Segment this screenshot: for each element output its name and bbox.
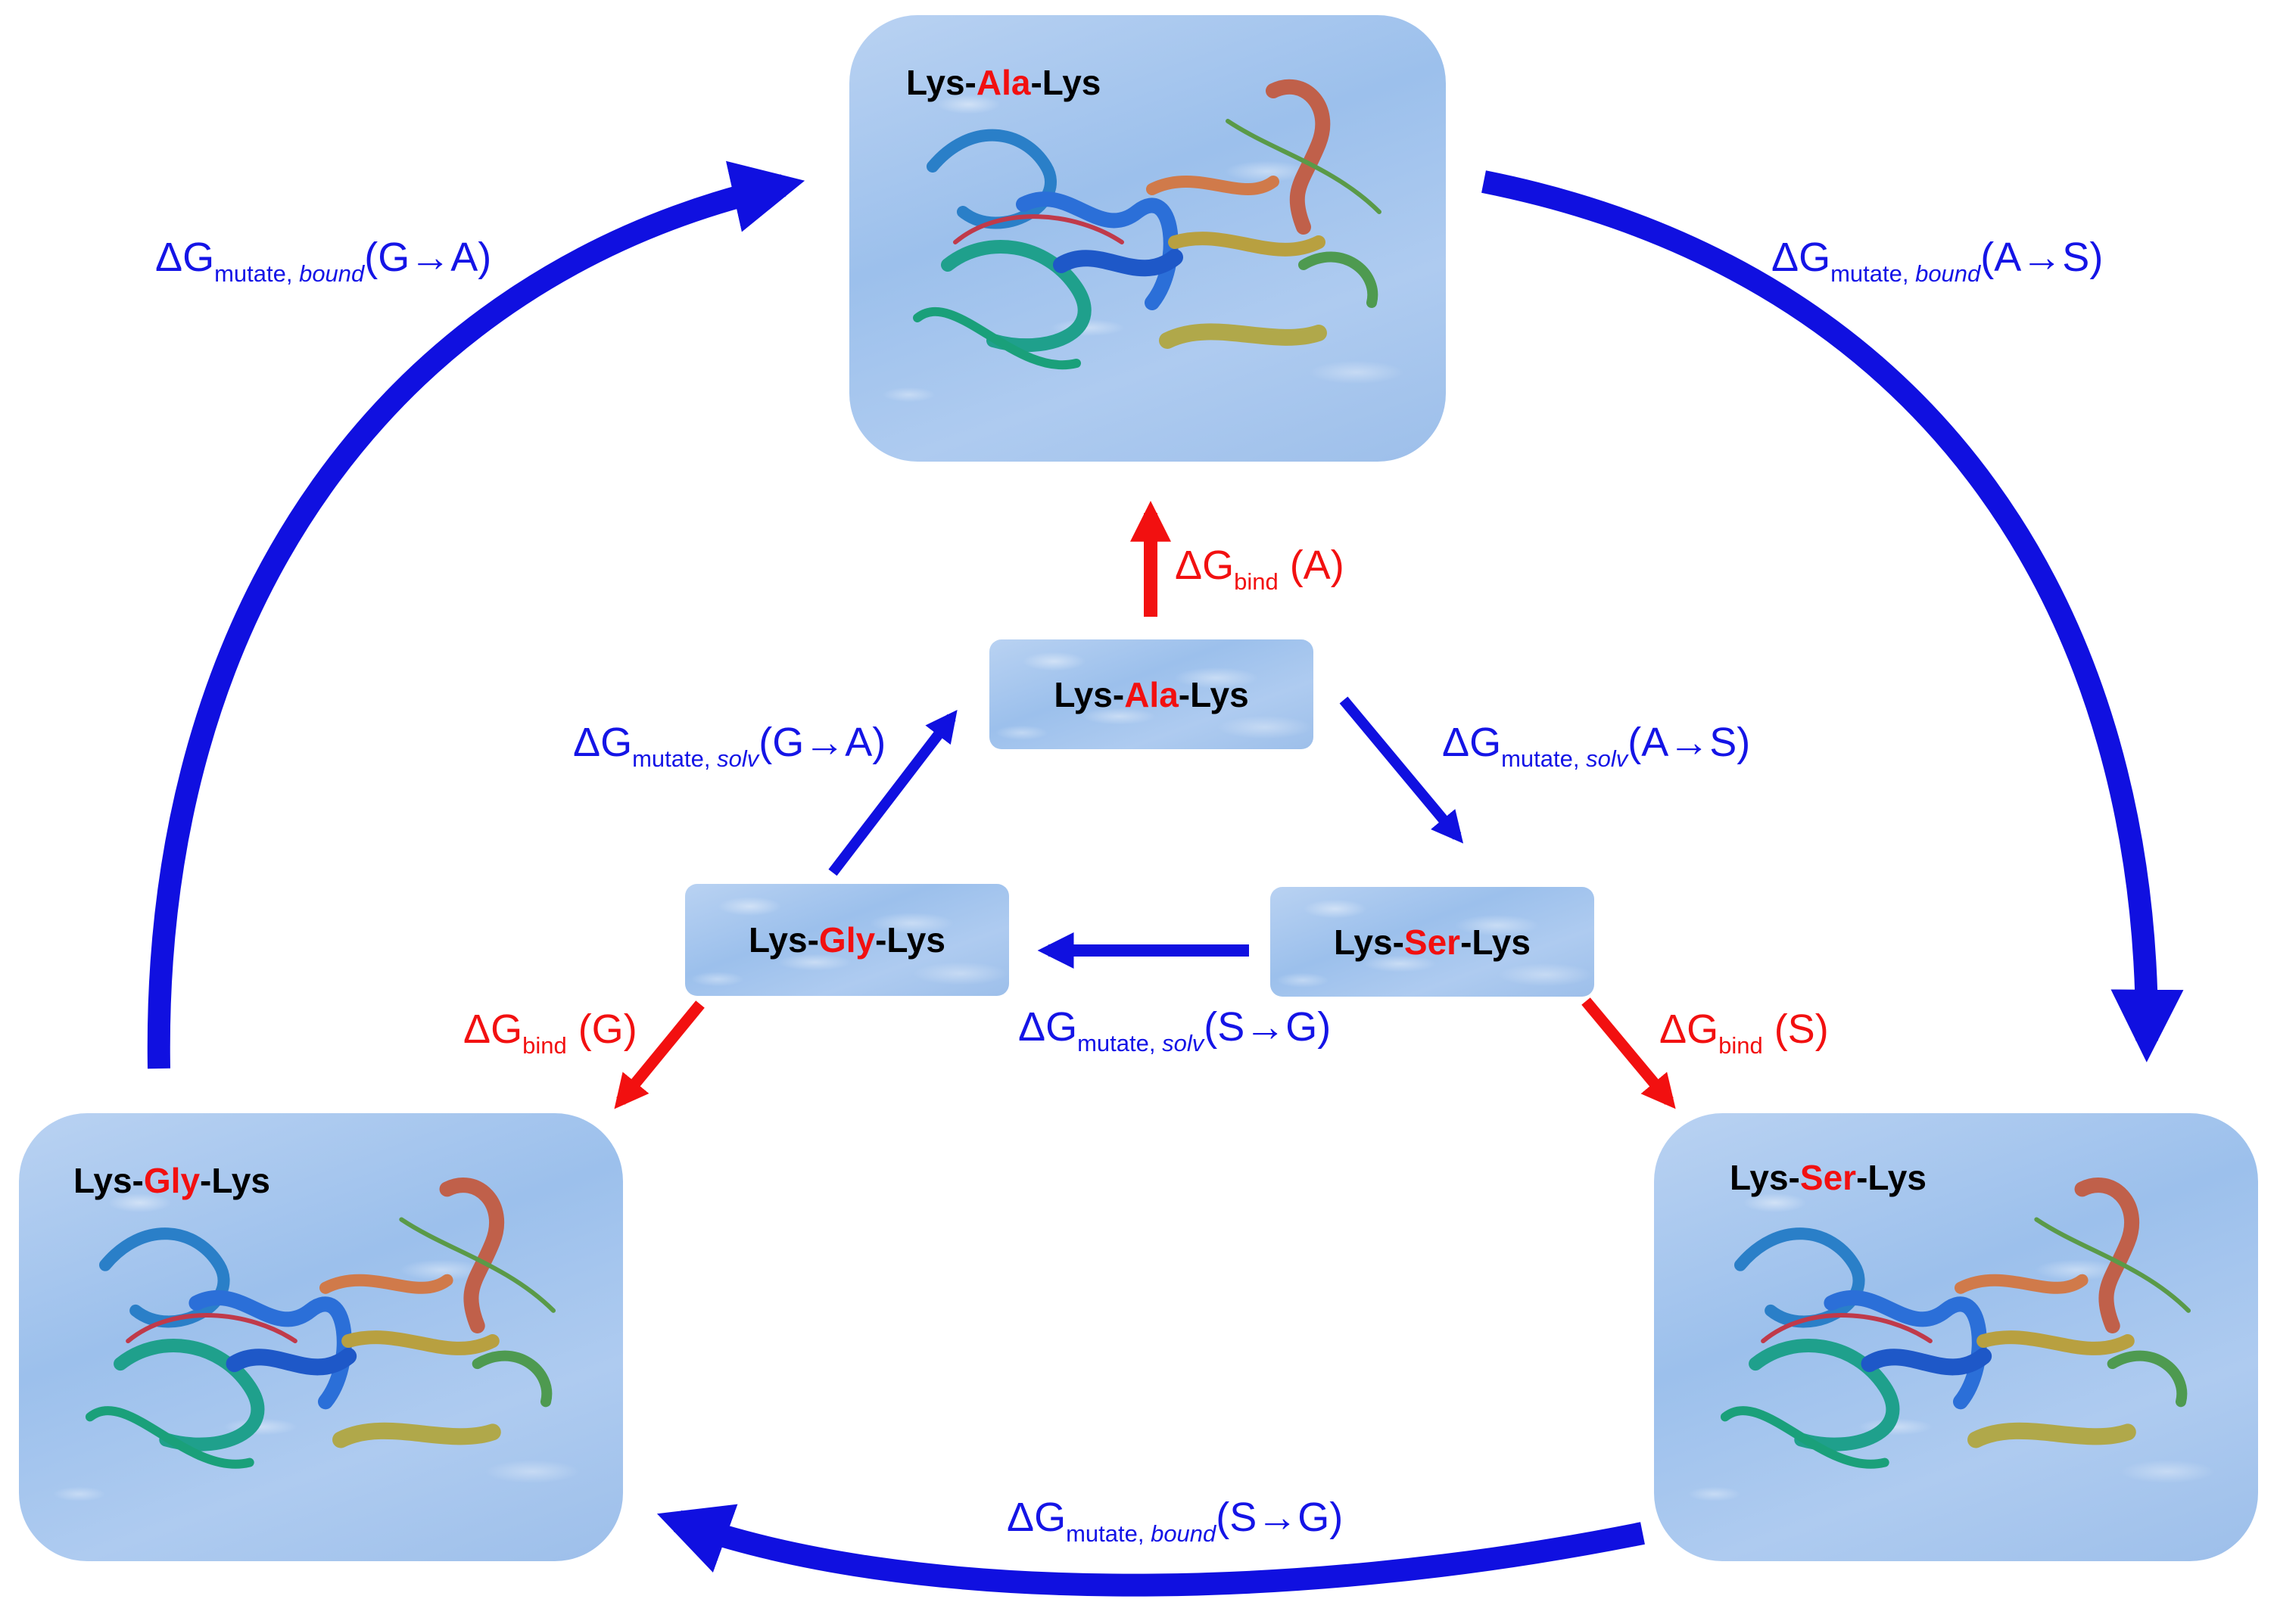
bound-complex-ser: Lys-Ser-Lys bbox=[1654, 1113, 2258, 1561]
bound-ser-label: Lys-Ser-Lys bbox=[1730, 1158, 1927, 1197]
label-mutate-bound-a-to-s: ΔGmutate, bound(A→S) bbox=[1771, 235, 2104, 287]
solvated-gly-box: Lys-Gly-Lys bbox=[685, 884, 1009, 996]
solvated-gly-label: Lys-Gly-Lys bbox=[749, 920, 945, 960]
bound-complex-ala: Lys-Ala-Lys bbox=[849, 15, 1446, 462]
protein-cartoon-icon bbox=[85, 1178, 556, 1469]
label-mutate-bound-g-to-a: ΔGmutate, bound(G→A) bbox=[155, 235, 492, 287]
arrow-mutate-bound-a-to-s bbox=[1481, 170, 2184, 1062]
bound-gly-label: Lys-Gly-Lys bbox=[73, 1161, 270, 1200]
label-bind-a: ΔGbind (A) bbox=[1175, 543, 1344, 595]
arrow-bind-s bbox=[1581, 997, 1676, 1109]
arrow-bind-g bbox=[614, 1000, 705, 1109]
label-mutate-bound-s-to-g: ΔGmutate, bound(S→G) bbox=[1007, 1495, 1344, 1547]
label-mutate-solv-s-to-g: ΔGmutate, solv(S→G) bbox=[1018, 1004, 1332, 1056]
solvated-ala-box: Lys-Ala-Lys bbox=[989, 639, 1313, 749]
label-bind-g: ΔGbind (G) bbox=[463, 1006, 637, 1059]
arrow-mutate-solv-a-to-s bbox=[1339, 696, 1464, 844]
solvated-ala-label: Lys-Ala-Lys bbox=[1054, 674, 1249, 714]
arrow-mutate-bound-s-to-g bbox=[656, 1504, 1645, 1597]
label-mutate-solv-a-to-s: ΔGmutate, solv(A→S) bbox=[1442, 720, 1751, 772]
label-bind-s: ΔGbind (S) bbox=[1659, 1006, 1829, 1059]
arrow-mutate-bound-g-to-a bbox=[147, 160, 805, 1069]
protein-cartoon-icon bbox=[913, 79, 1381, 370]
bound-ala-label: Lys-Ala-Lys bbox=[906, 63, 1101, 102]
solvated-ser-label: Lys-Ser-Lys bbox=[1334, 922, 1531, 962]
bound-complex-gly: Lys-Gly-Lys bbox=[19, 1113, 623, 1561]
protein-cartoon-icon bbox=[1720, 1178, 2191, 1469]
label-mutate-solv-g-to-a: ΔGmutate, solv(G→A) bbox=[573, 720, 886, 772]
solvated-ser-box: Lys-Ser-Lys bbox=[1270, 887, 1594, 997]
arrow-mutate-solv-g-to-a bbox=[828, 709, 958, 876]
